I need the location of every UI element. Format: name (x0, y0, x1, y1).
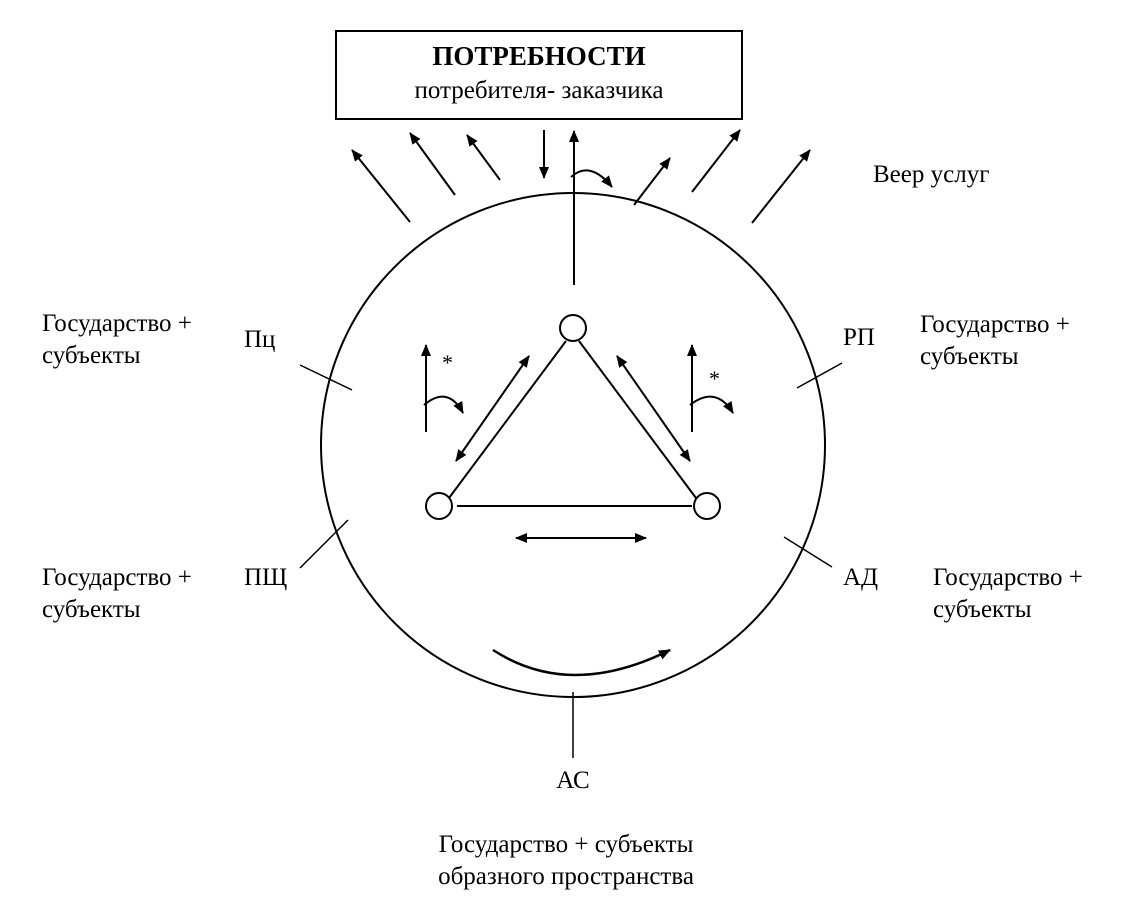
star-arrows (421, 344, 734, 432)
asterisk-left: * (442, 350, 453, 375)
stakeholder-bottom-right-line1: Государство + (933, 564, 1083, 591)
bottom-curved-arrow (492, 648, 671, 677)
fan-arrow-3 (466, 134, 501, 181)
stakeholder-top-left-line1: Государство + (42, 310, 192, 337)
tick-ad (783, 536, 833, 568)
label-ad: АД (843, 564, 879, 591)
service-fan-label: Веер услуг (873, 161, 990, 188)
triangle-node-right (693, 492, 721, 520)
stakeholder-top-right-line1: Государство + (920, 311, 1070, 338)
triangle-node-left (425, 492, 453, 520)
label-pc: Пц (244, 326, 276, 353)
fan-arrow-1 (351, 149, 411, 223)
tick-rp (796, 362, 843, 389)
stakeholder-bottom-line2: образного пространства (438, 863, 694, 890)
stakeholder-bottom-left-line1: Государство + (42, 564, 192, 591)
needs-subtitle: потребителя- заказчика (414, 77, 664, 104)
stakeholder-top-right-line2: субъекты (920, 343, 1019, 370)
double-arrow-right (616, 355, 691, 462)
tick-pshch (299, 519, 349, 569)
triangle (448, 340, 697, 507)
service-fan-arrows (351, 129, 811, 285)
fan-arrow-7 (751, 149, 811, 224)
label-as: АС (556, 767, 590, 794)
star-arrow-left-curve (423, 395, 464, 414)
needs-box (335, 30, 743, 120)
label-tick-lines (299, 362, 843, 758)
stakeholder-bottom-left-line2: субъекты (42, 596, 141, 623)
fan-arrow-2 (409, 132, 456, 196)
fan-curved-arrow (570, 169, 613, 188)
needs-title: ПОТРЕБНОСТИ (432, 41, 646, 71)
double-arrows (455, 355, 691, 543)
fan-arrow-5 (633, 157, 671, 206)
label-pshch: ПЩ (244, 564, 288, 591)
triangle-node-top (559, 314, 587, 342)
stakeholder-bottom-right-line2: субъекты (933, 596, 1032, 623)
tick-pc (299, 364, 353, 391)
double-arrow-left (455, 355, 530, 462)
asterisk-right: * (709, 366, 720, 391)
label-rp: РП (843, 324, 875, 351)
star-arrow-right-curve (689, 395, 734, 414)
fan-arrow-6 (691, 129, 741, 193)
stakeholder-bottom-line1: Государство + субъекты (438, 831, 694, 858)
stakeholder-top-left-line2: субъекты (42, 342, 141, 369)
